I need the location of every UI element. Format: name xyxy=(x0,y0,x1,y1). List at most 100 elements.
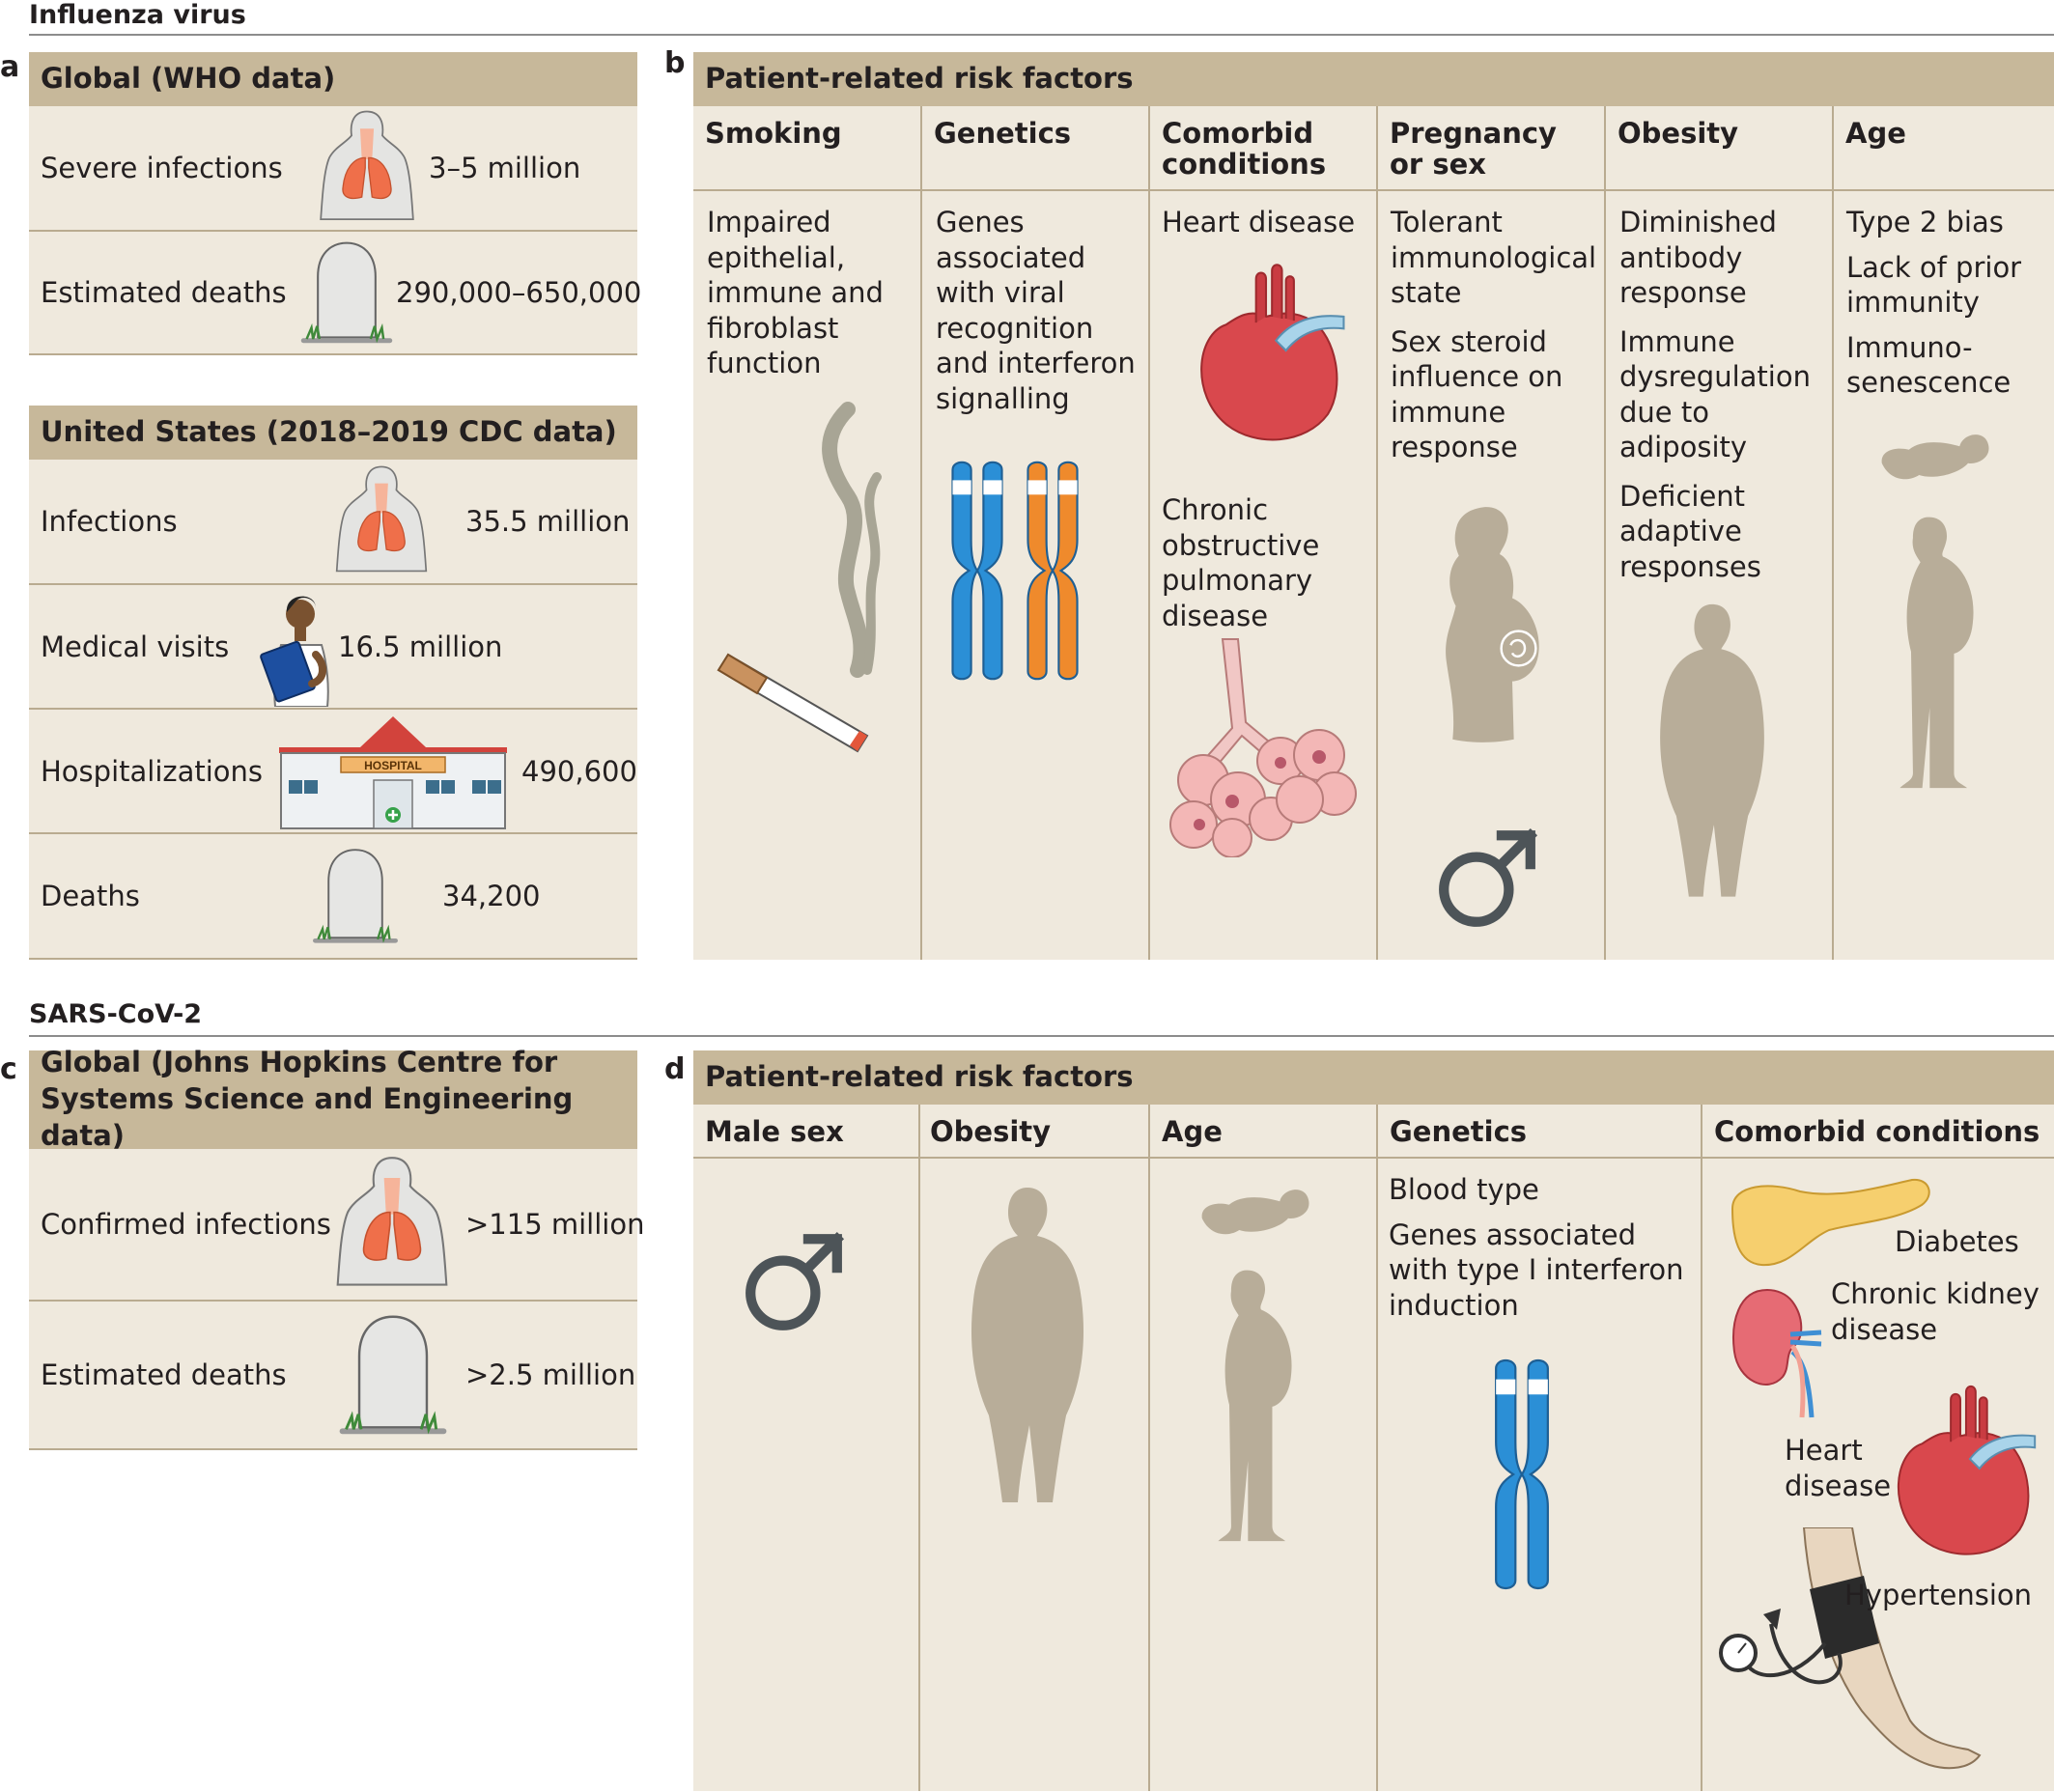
column-header-genetics: Genetics xyxy=(934,117,1072,150)
pregnancy-sex-effects: Tolerant immunological state Sex steroid… xyxy=(1391,206,1597,464)
stat-row: Hospitalizations HOSPITAL 490,600 xyxy=(29,710,637,834)
stat-label: Hospitalizations xyxy=(41,754,264,788)
sars-risk-factors-panel: Patient-related risk factors Male sex Ob… xyxy=(693,1050,2054,1791)
influenza-section-title: Influenza virus xyxy=(29,0,246,30)
panel-label-a: a xyxy=(0,50,20,84)
column-header-obesity: Obesity xyxy=(1618,117,1739,150)
hospital-icon: HOSPITAL xyxy=(272,710,514,832)
stat-label: Estimated deaths xyxy=(41,276,287,309)
column-header-divider xyxy=(693,189,2054,191)
chromosome-icon xyxy=(946,458,1008,687)
column-header-comorbid: Comorbid conditions xyxy=(1714,1115,2040,1148)
baby-icon xyxy=(1194,1176,1315,1247)
stat-row: Confirmed infections >115 million xyxy=(29,1149,644,1302)
us-cdc-title: United States (2018–2019 CDC data) xyxy=(29,406,637,460)
stat-row: Deaths 34,200 xyxy=(29,834,637,960)
heart-disease-label: Heart disease xyxy=(1785,1434,1892,1502)
baby-icon xyxy=(1873,421,1995,492)
column-divider xyxy=(1376,106,1378,960)
pregnant-woman-icon xyxy=(1437,494,1562,769)
who-global-panel: Global (WHO data) Severe infections 3–5 … xyxy=(29,52,641,355)
kidney-icon xyxy=(1729,1284,1825,1423)
pancreas-icon xyxy=(1723,1170,1935,1274)
column-divider xyxy=(1701,1105,1702,1791)
lungs-icon xyxy=(319,460,444,583)
stat-value: 3–5 million xyxy=(429,152,581,184)
column-divider xyxy=(1604,106,1606,960)
smoking-effects: Impaired epithelial, immune and fibrobla… xyxy=(707,206,884,380)
sars-global-panel: Global (Johns Hopkins Centre for Systems… xyxy=(29,1046,644,1450)
gravestone-icon xyxy=(321,1302,465,1448)
column-divider xyxy=(1376,1105,1378,1791)
sars-section-title: SARS-CoV-2 xyxy=(29,999,203,1029)
stat-value: 34,200 xyxy=(442,880,541,912)
age-effects: Type 2 bias Lack of prior immunity Immun… xyxy=(1846,206,2022,400)
hospital-sign: HOSPITAL xyxy=(364,759,422,772)
stat-label: Estimated deaths xyxy=(41,1358,287,1391)
stat-value: >2.5 million xyxy=(465,1358,636,1391)
column-header-male-sex: Male sex xyxy=(705,1115,844,1148)
obesity-effects: Diminished antibody response Immune dysr… xyxy=(1619,206,1811,583)
stat-row: Estimated deaths 290,000–650,000 xyxy=(29,232,641,355)
column-divider xyxy=(920,106,922,960)
column-header-comorbid: Comorbid conditions xyxy=(1162,117,1327,182)
obese-person-icon xyxy=(960,1182,1095,1518)
column-header-pregnancy-sex: Pregnancy or sex xyxy=(1390,117,1557,182)
panel-label-d: d xyxy=(664,1052,686,1086)
column-header-age: Age xyxy=(1845,117,1906,150)
sars-divider xyxy=(29,1035,2054,1037)
influenza-risk-factors-title: Patient-related risk factors xyxy=(693,52,2054,106)
panel-label-c: c xyxy=(0,1052,17,1086)
influenza-risk-factors-panel: Patient-related risk factors Smoking Imp… xyxy=(693,52,2054,960)
heart-icon xyxy=(1186,255,1346,448)
us-cdc-panel: United States (2018–2019 CDC data) Infec… xyxy=(29,406,637,960)
stat-label: Deaths xyxy=(41,880,140,912)
stat-row: Severe infections 3–5 million xyxy=(29,106,637,232)
obese-person-icon xyxy=(1649,599,1775,911)
column-header-age: Age xyxy=(1162,1115,1223,1148)
column-divider xyxy=(1148,106,1150,960)
column-divider xyxy=(918,1105,920,1791)
stat-row: Medical visits 16.5 million xyxy=(29,585,637,710)
sars-risk-factors-title: Patient-related risk factors xyxy=(693,1050,2054,1105)
alveoli-icon xyxy=(1165,635,1358,861)
stat-value: 290,000–650,000 xyxy=(396,276,642,309)
column-header-divider xyxy=(693,1157,2054,1159)
column-header-obesity: Obesity xyxy=(930,1115,1052,1148)
diabetes-label: Diabetes xyxy=(1895,1225,2019,1258)
comorbid-heart-text: Heart disease xyxy=(1162,206,1356,238)
influenza-divider xyxy=(29,34,2054,36)
genetics-effects: Blood type Genes associated with type I … xyxy=(1389,1173,1684,1322)
male-symbol-icon xyxy=(1433,825,1541,937)
elderly-person-icon xyxy=(1209,1265,1306,1549)
stat-value: 490,600 xyxy=(521,754,637,788)
elderly-person-icon xyxy=(1891,512,1987,796)
column-divider xyxy=(1832,106,1834,960)
chromosome-icon xyxy=(1489,1356,1555,1597)
who-global-title: Global (WHO data) xyxy=(29,52,637,106)
stat-value: 16.5 million xyxy=(338,630,503,663)
column-header-genetics: Genetics xyxy=(1390,1115,1528,1148)
doctor-icon xyxy=(243,585,359,708)
sars-global-title: Global (Johns Hopkins Centre for Systems… xyxy=(29,1046,637,1152)
stat-row: Infections 35.5 million xyxy=(29,460,637,585)
stat-value: >115 million xyxy=(465,1208,645,1241)
blood-pressure-cuff-icon xyxy=(1717,1526,2007,1792)
chronic-kidney-disease-label: Chronic kidney disease xyxy=(1831,1277,2040,1346)
column-divider xyxy=(1148,1105,1150,1791)
stat-label: Confirmed infections xyxy=(41,1208,331,1241)
hypertension-label: Hypertension xyxy=(1844,1579,2033,1611)
stat-value: 35.5 million xyxy=(465,505,631,538)
male-symbol-icon xyxy=(740,1228,848,1340)
chromosome-icon xyxy=(1022,458,1083,687)
column-header-smoking: Smoking xyxy=(705,117,842,150)
comorbid-copd-text: Chronic obstructive pulmonary disease xyxy=(1162,493,1320,632)
lungs-icon xyxy=(299,106,435,230)
stat-label: Severe infections xyxy=(41,152,283,184)
panel-label-b: b xyxy=(664,46,686,80)
stat-row: Estimated deaths >2.5 million xyxy=(29,1302,637,1450)
stat-label: Medical visits xyxy=(41,630,230,663)
stat-label: Infections xyxy=(41,505,178,538)
gravestone-icon xyxy=(297,834,413,958)
cigarette-icon xyxy=(713,400,896,770)
